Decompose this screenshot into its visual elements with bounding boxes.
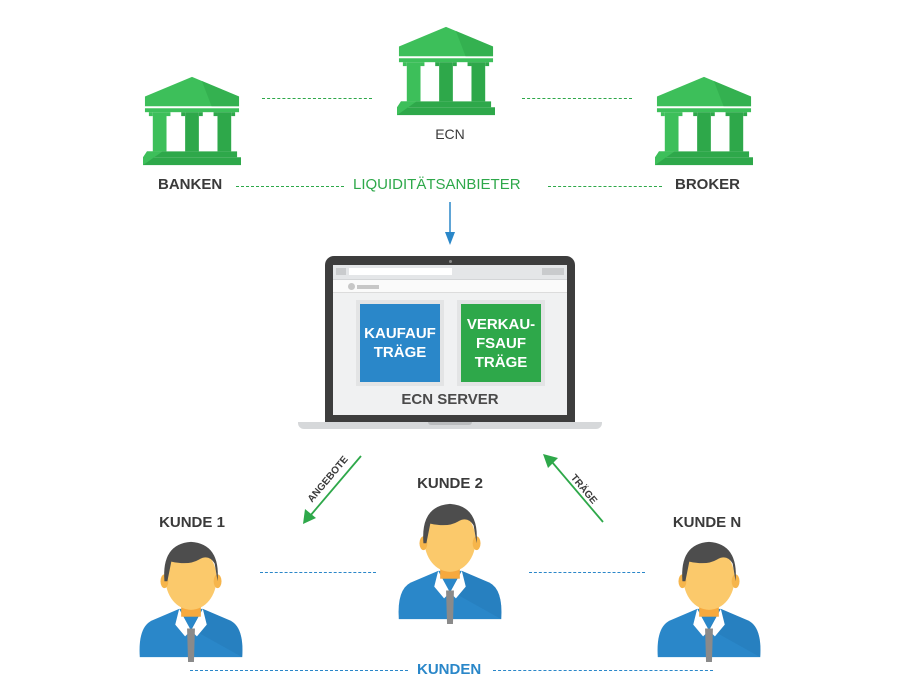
- arrow-down-icon: [445, 202, 455, 245]
- connector-client2-clientn: [529, 572, 645, 573]
- ecn-label: ECN: [435, 126, 465, 142]
- client-2-avatar-icon: [387, 496, 513, 624]
- client-1-label: KUNDE 1: [159, 514, 225, 531]
- ecn-server-label: ECN SERVER: [401, 391, 499, 408]
- sell-orders-box: VERKAU- FSAUF TRÄGE: [461, 304, 541, 382]
- client-2-label: KUNDE 2: [417, 475, 483, 492]
- connector-client1-client2: [260, 572, 376, 573]
- name-placeholder: [357, 285, 379, 289]
- connector-providers-broker: [548, 186, 662, 187]
- buy-orders-line-2: TRÄGE: [373, 344, 427, 361]
- browser-window-controls: [542, 268, 564, 275]
- clients-label: KUNDEN: [417, 661, 482, 678]
- laptop-camera: [449, 260, 452, 263]
- liquidity-providers-label: LIQUIDITÄTSANBIETER: [353, 176, 521, 193]
- sell-orders-line-3: TRÄGE: [474, 353, 528, 371]
- browser-subbar: [333, 280, 567, 293]
- connector-clients-left: [190, 670, 408, 671]
- laptop-notch: [428, 422, 472, 425]
- buy-orders-line-1: KAUFAUF: [364, 325, 436, 342]
- bank-icon: [143, 73, 241, 169]
- connector-ecn-broker: [522, 98, 632, 99]
- connector-banks-ecn: [262, 98, 372, 99]
- avatar-placeholder: [348, 283, 355, 290]
- client-n-avatar-icon: [646, 534, 772, 662]
- client-n-label: KUNDE N: [672, 514, 742, 531]
- connector-clients-right: [493, 670, 713, 671]
- client-1-avatar-icon: [128, 534, 254, 662]
- offers-arrow-icon: [303, 455, 362, 524]
- browser-tab: [336, 268, 346, 275]
- connector-banks-providers: [236, 186, 344, 187]
- broker-bank-icon: [655, 73, 753, 169]
- laptop-base: [298, 422, 602, 429]
- orders-arrow-icon: [543, 454, 604, 523]
- browser-address-bar: [349, 268, 452, 275]
- banks-label: BANKEN: [158, 176, 223, 193]
- ecn-bank-icon: [397, 23, 495, 119]
- sell-orders-line-1: VERKAU-: [466, 315, 536, 333]
- broker-label: BROKER: [675, 176, 741, 193]
- buy-orders-box: KAUFAUF TRÄGE: [360, 304, 440, 382]
- sell-orders-line-2: FSAUF: [476, 334, 526, 352]
